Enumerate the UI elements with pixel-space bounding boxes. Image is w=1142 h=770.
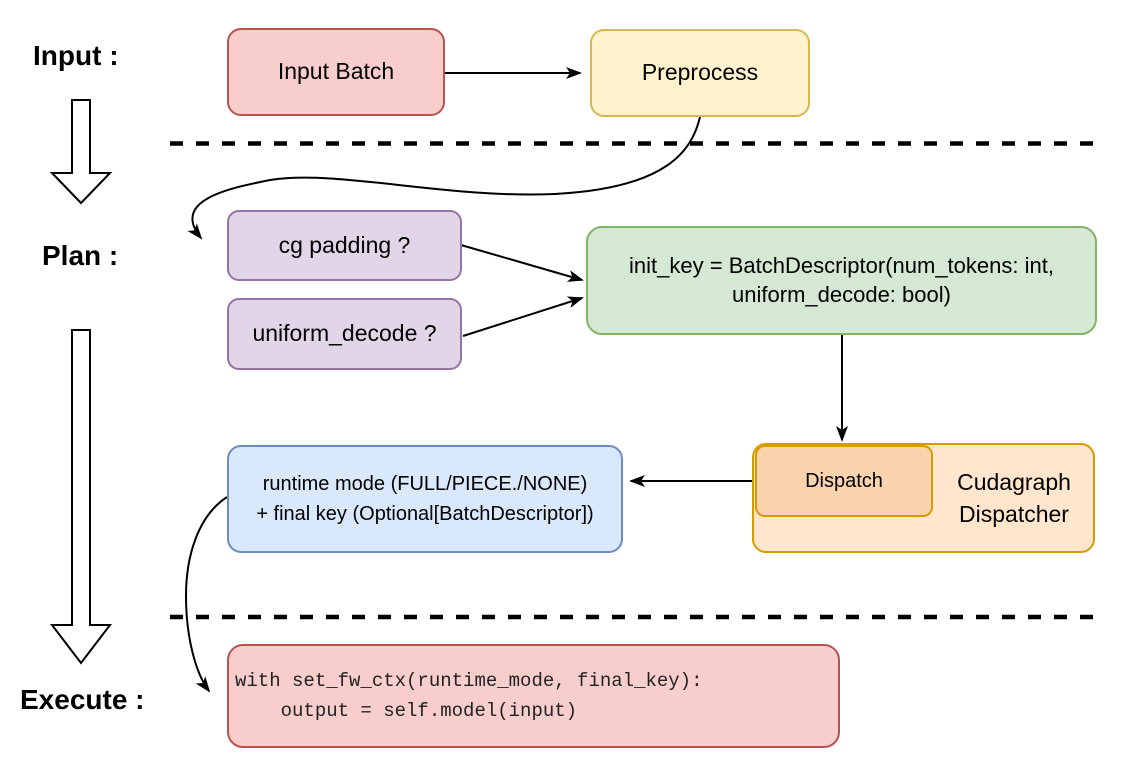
stage-arrow-plan-to-execute bbox=[49, 329, 113, 665]
stage-label-input: Input : bbox=[33, 40, 119, 71]
stage-label-execute: Execute : bbox=[20, 684, 145, 715]
arrow-runtime-mode-to-execute-code bbox=[184, 496, 228, 693]
node-uniform-decode: uniform_decode ? bbox=[227, 298, 462, 370]
arrow-preprocess-to-cg-padding bbox=[187, 116, 701, 240]
node-preprocess: Preprocess bbox=[590, 29, 810, 117]
cudagraph-dispatcher-label: Cudagraph Dispatcher bbox=[957, 468, 1071, 527]
node-execute-code: with set_fw_ctx(runtime_mode, final_key)… bbox=[227, 644, 840, 748]
node-runtime-mode-final-key: runtime mode (FULL/PIECE./NONE) + final … bbox=[227, 445, 623, 553]
node-init-key-batch-descriptor: init_key = BatchDescriptor(num_tokens: i… bbox=[586, 226, 1097, 335]
stage-label-plan: Plan : bbox=[42, 240, 119, 271]
node-cg-padding: cg padding ? bbox=[227, 210, 462, 281]
node-input-batch: Input Batch bbox=[227, 28, 445, 116]
arrow-uniform-decode-to-init-key bbox=[462, 296, 584, 337]
node-dispatch: Dispatch bbox=[755, 445, 933, 517]
stage-arrow-input-to-plan bbox=[49, 99, 113, 205]
arrow-cg-padding-to-init-key bbox=[460, 244, 584, 282]
